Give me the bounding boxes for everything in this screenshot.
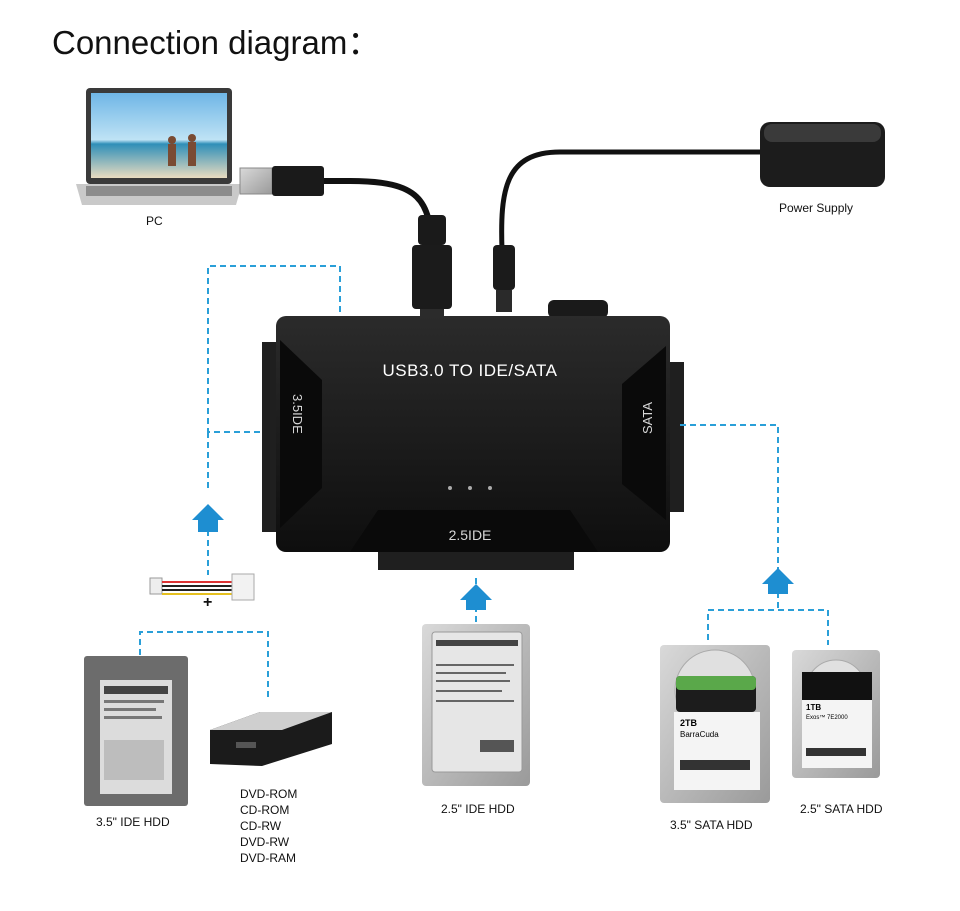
optical-drive-item: CD-RW — [240, 819, 282, 833]
sata25-hdd: 1TB Exos™ 7E2000 — [792, 650, 880, 778]
sata25-label: 2.5" SATA HDD — [800, 802, 883, 816]
sata35-brand: BarraCuda — [680, 730, 719, 739]
optical-drive-item: CD-ROM — [240, 803, 290, 817]
ide35-label: 3.5" IDE HDD — [96, 815, 170, 829]
usb-ide-sata-adapter — [262, 316, 684, 570]
arrow-ide25-icon — [460, 584, 492, 610]
optical-drive-item: DVD-ROM — [240, 787, 298, 801]
page-title: Connection diagram： — [52, 24, 381, 61]
sata25-capacity: 1TB — [806, 703, 821, 712]
pc-label: PC — [146, 214, 163, 228]
usb-cable — [239, 166, 452, 319]
sata35-capacity: 2TB — [680, 718, 698, 728]
port-sata-label: SATA — [640, 402, 655, 434]
molex-cable — [149, 573, 255, 601]
ide25-hdd — [422, 624, 530, 786]
ide35-hdd — [84, 656, 188, 806]
arrow-ide35-icon — [192, 504, 224, 532]
laptop-pc — [76, 88, 242, 205]
optical-drive — [210, 712, 332, 766]
optical-drive-list: DVD-ROM CD-ROM CD-RW DVD-RW DVD-RAM — [240, 786, 297, 866]
port-2.5ide-label: 2.5IDE — [449, 527, 492, 543]
sata35-hdd: 2TB BarraCuda — [660, 645, 770, 803]
power-supply — [493, 122, 885, 312]
arrow-sata-icon — [762, 568, 794, 594]
device-label: USB3.0 TO IDE/SATA — [383, 361, 558, 380]
ide25-label: 2.5" IDE HDD — [441, 802, 515, 816]
power-switch — [548, 300, 608, 318]
power-supply-label: Power Supply — [779, 201, 854, 215]
arrows — [192, 504, 794, 610]
plus-label: + — [203, 594, 213, 611]
port-3.5ide-label: 3.5IDE — [290, 394, 305, 434]
optical-drive-item: DVD-RW — [240, 835, 290, 849]
optical-drive-item: DVD-RAM — [240, 851, 296, 865]
sata35-label: 3.5" SATA HDD — [670, 818, 753, 832]
sata25-brand: Exos™ 7E2000 — [806, 714, 848, 721]
